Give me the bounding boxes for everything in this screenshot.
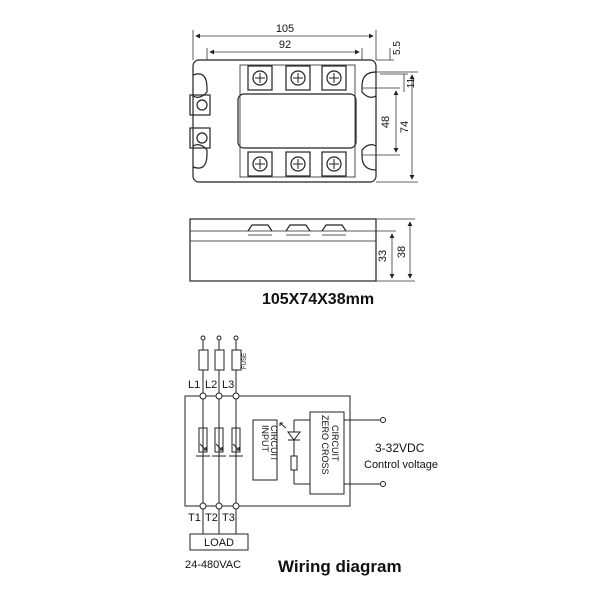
control-terminal-plus xyxy=(189,94,211,116)
control-plus-terminal xyxy=(380,417,386,423)
dim-33: 33 xyxy=(377,250,389,262)
dim-105: 105 xyxy=(276,23,294,35)
side-terminal-3 xyxy=(321,224,347,232)
terminal-l2 xyxy=(285,65,311,91)
top-view-dimensions xyxy=(192,30,418,183)
module-box xyxy=(184,395,351,507)
input-circuit-label-1: INPUT xyxy=(260,425,270,453)
screw-icon xyxy=(252,70,268,86)
right-top-slot xyxy=(361,71,377,98)
screw-icon xyxy=(326,70,342,86)
terminal-l3 xyxy=(321,65,347,91)
wiring-diagram-title: Wiring diagram xyxy=(278,557,402,576)
dim-11: 11 xyxy=(406,77,417,88)
optocoupler-arrow-icon xyxy=(232,443,240,451)
dim-38: 38 xyxy=(396,246,408,258)
side-view-dimensions xyxy=(376,218,415,282)
right-bottom-slot xyxy=(361,144,377,171)
side-terminal-2 xyxy=(285,224,311,232)
input-circuit-box xyxy=(252,419,278,481)
zero-cross-label-1: ZERO CROSS xyxy=(320,415,330,475)
triac-l2 xyxy=(214,427,224,453)
optocoupler-arrow-icon xyxy=(199,443,207,451)
dim-92: 92 xyxy=(279,39,291,51)
phase-label-l2: L2 xyxy=(205,379,217,391)
dim-5-5: 5.5 xyxy=(392,41,403,55)
terminal-t1 xyxy=(247,151,273,177)
dim-48: 48 xyxy=(380,116,392,128)
phase-label-l1: L1 xyxy=(188,379,200,391)
load-box xyxy=(189,533,249,551)
control-voltage-value: 3-32VDC xyxy=(375,441,425,455)
dim-74: 74 xyxy=(399,121,411,133)
relay-body-outline xyxy=(192,59,377,183)
terminal-l1 xyxy=(247,65,273,91)
triac-l1 xyxy=(198,427,208,453)
node-t2 xyxy=(215,502,223,510)
screw-icon xyxy=(196,99,208,111)
output-label-t1: T1 xyxy=(188,512,201,524)
screw-icon xyxy=(252,156,268,172)
control-voltage-label: Control voltage xyxy=(364,459,438,471)
terminal-circle xyxy=(200,335,206,341)
zero-cross-box xyxy=(309,411,345,495)
node-l3 xyxy=(232,392,240,400)
control-minus-terminal xyxy=(380,481,386,487)
node-l2 xyxy=(215,392,223,400)
output-label-t3: T3 xyxy=(222,512,235,524)
terminal-circle xyxy=(216,335,222,341)
side-body-outline xyxy=(189,218,377,282)
output-label-t2: T2 xyxy=(205,512,218,524)
top-view xyxy=(189,59,377,183)
optocoupler-arrow-icon xyxy=(215,443,223,451)
terminal-t2 xyxy=(285,151,311,177)
input-circuit-label-2: CIRCUIT xyxy=(269,425,279,462)
side-terminal-1 xyxy=(247,224,273,232)
load-label: LOAD xyxy=(204,537,234,549)
node-t1 xyxy=(199,502,207,510)
fuse-l1 xyxy=(198,349,209,371)
node-t3 xyxy=(232,502,240,510)
terminal-t3 xyxy=(321,151,347,177)
resistor-icon xyxy=(290,455,298,471)
side-view xyxy=(189,218,377,282)
fuse-l2 xyxy=(214,349,225,371)
ac-range-label: 24-480VAC xyxy=(185,559,241,571)
node-l1 xyxy=(199,392,207,400)
fuse-l3 xyxy=(231,349,242,371)
size-caption: 105X74X38mm xyxy=(262,291,374,308)
screw-icon xyxy=(290,156,306,172)
relay-center-plate xyxy=(239,64,356,178)
light-arrow-icon xyxy=(279,422,287,429)
screw-icon xyxy=(196,132,208,144)
triac-l3 xyxy=(231,427,241,453)
fuse-label: FUSE xyxy=(242,353,248,369)
zero-cross-label-2: CIRCUIT xyxy=(330,425,340,462)
relay-window xyxy=(237,93,357,149)
wiring-diagram xyxy=(184,335,386,551)
terminal-circle xyxy=(233,335,239,341)
screw-icon xyxy=(290,70,306,86)
led-icon xyxy=(287,431,301,441)
phase-label-l3: L3 xyxy=(222,379,234,391)
control-terminal-minus xyxy=(189,127,211,149)
left-top-slot xyxy=(192,73,208,98)
left-bottom-slot xyxy=(192,144,208,169)
screw-icon xyxy=(326,156,342,172)
